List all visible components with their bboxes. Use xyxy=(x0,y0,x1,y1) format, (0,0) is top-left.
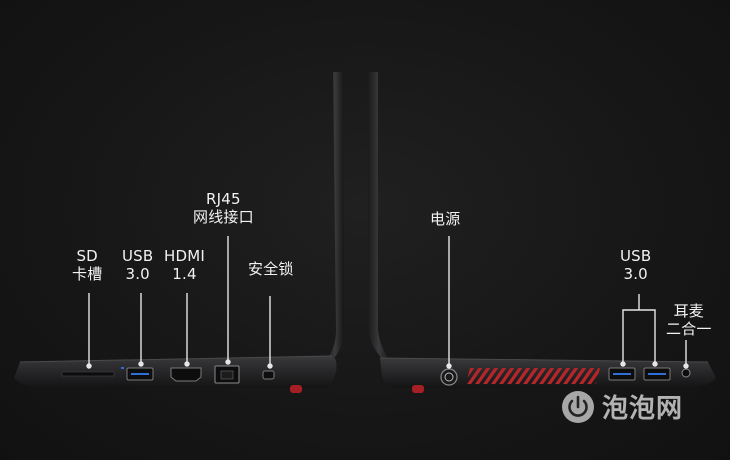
power-logo-icon xyxy=(562,390,594,423)
callout-lines xyxy=(86,236,689,369)
label-audio: 耳麦二合一 xyxy=(666,302,712,338)
right-laptop-lid xyxy=(368,72,390,360)
left-laptop xyxy=(14,72,344,393)
power-button xyxy=(440,368,458,386)
right-laptop xyxy=(368,72,716,393)
watermark: 泡泡网 xyxy=(560,388,683,425)
label-power: 电源 xyxy=(430,210,461,228)
audio-jack xyxy=(681,368,691,378)
sd-slot xyxy=(61,371,115,377)
vent-grille xyxy=(466,368,600,384)
right-foot xyxy=(412,385,424,393)
hdmi-port xyxy=(170,367,202,382)
left-laptop-lid xyxy=(326,72,344,360)
left-foot xyxy=(290,385,302,393)
lock-slot xyxy=(262,370,275,380)
label-lock: 安全锁 xyxy=(248,260,294,278)
watermark-text: 泡泡网 xyxy=(602,394,684,424)
